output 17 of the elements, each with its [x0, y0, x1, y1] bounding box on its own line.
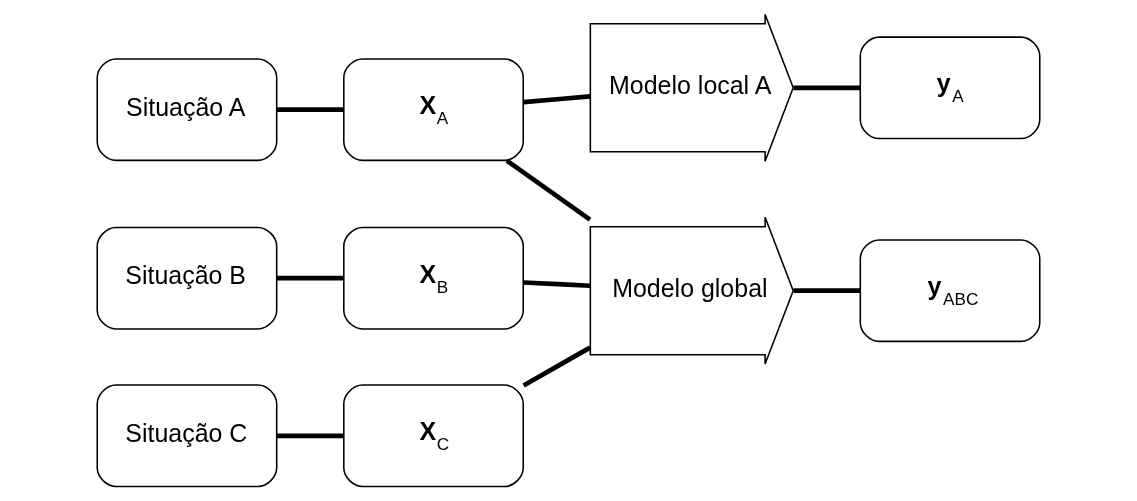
connector — [523, 280, 591, 289]
node-box: X$_{A}$ — [343, 58, 525, 162]
connector — [523, 94, 591, 105]
node-box: Situação C — [96, 384, 278, 488]
connector — [505, 158, 592, 222]
connector — [793, 288, 861, 293]
node-box: Situação B — [96, 226, 278, 330]
connector — [277, 107, 344, 112]
node-box: Situação A — [96, 58, 278, 162]
connector — [277, 433, 344, 439]
node-box: X$_{C}$ — [343, 384, 525, 488]
connector — [522, 345, 592, 388]
node-box: y$_{A}$ — [859, 36, 1041, 140]
connector — [277, 275, 344, 281]
connector — [793, 85, 861, 91]
node-box: y$_{ABC}$ — [859, 239, 1041, 343]
node-box: X$_{B}$ — [343, 226, 525, 330]
